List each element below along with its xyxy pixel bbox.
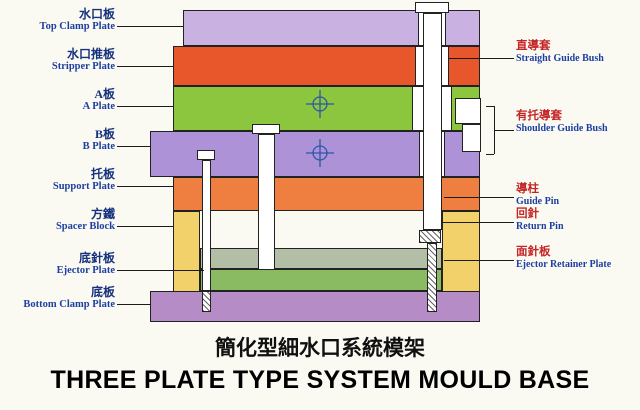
label-b-plate-zh: B板 xyxy=(94,127,115,141)
label-return-pin: 回針 Return Pin xyxy=(516,208,638,232)
label-spacer-block: 方鐵 Spacer Block xyxy=(0,207,115,233)
label-stripper-plate-en: Stripper Plate xyxy=(51,61,115,73)
stop-pin-shaft xyxy=(202,160,211,291)
label-a-plate: A板 A Plate xyxy=(0,87,115,113)
label-a-plate-zh: A板 xyxy=(94,87,115,101)
guide-pin-shaft xyxy=(423,13,442,230)
leader-top-clamp xyxy=(117,26,183,27)
label-bottom-clamp-plate: 底板 Bottom Clamp Plate xyxy=(0,285,115,311)
center-mark-icon xyxy=(306,90,334,118)
leader-spacer xyxy=(117,226,173,227)
leader-ejector-retainer xyxy=(444,260,514,261)
spacer-block-right xyxy=(442,211,480,292)
label-straight-guide-bush-en: Straight Guide Bush xyxy=(516,52,604,64)
label-stripper-plate-zh: 水口推板 xyxy=(66,47,115,61)
leader-a-plate xyxy=(117,106,173,107)
label-support-plate-zh: 托板 xyxy=(90,167,115,181)
label-b-plate: B板 B Plate xyxy=(0,127,115,153)
label-straight-guide-bush: 直導套 Straight Guide Bush xyxy=(516,40,638,64)
label-return-pin-zh: 回針 xyxy=(516,208,539,220)
spacer-block-left xyxy=(173,211,200,292)
shoulder-bush-step-1 xyxy=(455,98,481,124)
stop-pin-tip xyxy=(202,291,211,312)
label-straight-guide-bush-zh: 直導套 xyxy=(516,40,551,52)
mould-diagram: 水口板 Top Clamp Plate 水口推板 Stripper Plate … xyxy=(0,2,638,322)
label-support-plate-en: Support Plate xyxy=(52,181,115,193)
label-a-plate-en: A Plate xyxy=(82,101,115,113)
label-bottom-clamp-plate-zh: 底板 xyxy=(90,285,115,299)
leader-return-pin xyxy=(443,222,514,223)
label-guide-pin-zh: 導柱 xyxy=(516,183,539,195)
leader-bottom-clamp xyxy=(117,304,151,305)
leader-straight-bush xyxy=(449,58,514,59)
label-support-plate: 托板 Support Plate xyxy=(0,167,115,193)
label-ejector-retainer-plate: 面針板 Ejector Retainer Plate xyxy=(516,246,638,270)
stop-pin-head xyxy=(197,150,215,160)
bracket-tick-top xyxy=(486,106,494,107)
label-shoulder-guide-bush-en: Shoulder Guide Bush xyxy=(516,122,608,134)
return-pin-shaft xyxy=(427,243,437,312)
plate-ejector xyxy=(200,269,442,291)
label-guide-pin-en: Guide Pin xyxy=(516,195,560,207)
plate-ejector-retainer xyxy=(200,248,442,269)
label-shoulder-guide-bush-zh: 有托導套 xyxy=(516,110,562,122)
label-spacer-block-zh: 方鐵 xyxy=(90,207,115,221)
label-top-clamp-plate: 水口板 Top Clamp Plate xyxy=(0,7,115,33)
bracket-tick-bottom xyxy=(486,154,494,155)
label-guide-pin: 導柱 Guide Pin xyxy=(516,183,638,207)
leader-shoulder-bush xyxy=(494,130,514,131)
title-chinese: 簡化型細水口系統模架 xyxy=(215,337,425,360)
center-pillar-shaft xyxy=(258,134,275,270)
label-ejector-plate: 底針板 Ejector Plate xyxy=(0,251,115,277)
label-ejector-plate-zh: 底針板 xyxy=(78,251,115,265)
caption: 簡化型細水口系統模架 THREE PLATE TYPE SYSTEM MOULD… xyxy=(0,332,640,395)
label-bottom-clamp-plate-en: Bottom Clamp Plate xyxy=(23,299,115,311)
title-english: THREE PLATE TYPE SYSTEM MOULD BASE xyxy=(50,366,590,394)
leader-support xyxy=(117,186,173,187)
label-top-clamp-plate-en: Top Clamp Plate xyxy=(39,21,115,33)
leader-ejector-plate xyxy=(117,270,204,271)
label-shoulder-guide-bush: 有托導套 Shoulder Guide Bush xyxy=(516,110,638,134)
label-b-plate-en: B Plate xyxy=(82,141,115,153)
label-ejector-retainer-plate-en: Ejector Retainer Plate xyxy=(516,258,612,270)
label-ejector-plate-en: Ejector Plate xyxy=(56,265,115,277)
label-top-clamp-plate-zh: 水口板 xyxy=(78,7,115,21)
leader-guide-pin xyxy=(444,197,514,198)
guide-pin-head xyxy=(415,2,449,13)
label-return-pin-en: Return Pin xyxy=(516,220,564,232)
label-ejector-retainer-plate-zh: 面針板 xyxy=(516,246,551,258)
leader-stripper xyxy=(117,66,173,67)
label-stripper-plate: 水口推板 Stripper Plate xyxy=(0,47,115,73)
leader-b-plate xyxy=(117,146,150,147)
return-pin-head xyxy=(419,230,441,243)
shoulder-bush-step-2 xyxy=(462,124,481,152)
label-spacer-block-en: Spacer Block xyxy=(55,221,115,233)
center-pillar-head xyxy=(252,124,280,134)
center-mark-icon xyxy=(306,139,334,167)
